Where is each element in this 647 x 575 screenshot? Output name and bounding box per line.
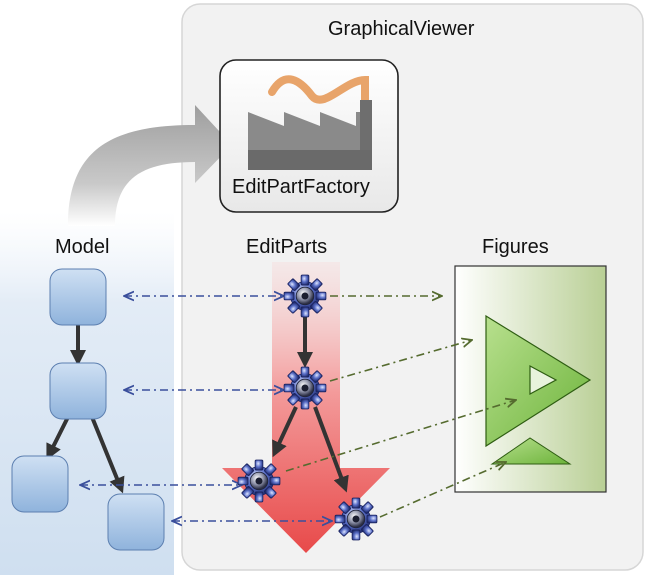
figure-triangle-small — [529, 364, 558, 396]
figures-panel — [454, 265, 607, 493]
editpart-tree-links — [272, 317, 349, 493]
model-node[interactable] — [49, 362, 107, 420]
model-editpart-links — [80, 296, 332, 521]
editpart-gear-icon[interactable] — [283, 366, 327, 410]
editpart-factory — [219, 59, 399, 213]
model-column-title: Model — [55, 236, 110, 258]
factory-create-arrow — [68, 105, 232, 226]
factory-icon — [248, 75, 372, 170]
figure-triangle-bottom — [490, 437, 572, 465]
editpart-gear-icon[interactable] — [334, 497, 378, 541]
figures-column-title: Figures — [482, 236, 549, 258]
viewer-title: GraphicalViewer — [328, 18, 475, 40]
model-node[interactable] — [11, 455, 69, 513]
model-tree — [11, 268, 165, 551]
editpart-gear-icon[interactable] — [283, 274, 327, 318]
factory-label: EditPartFactory — [232, 176, 370, 198]
editpart-gear-icon[interactable] — [237, 459, 281, 503]
editpart-figure-links — [285, 296, 516, 518]
editparts-column-title: EditParts — [246, 236, 328, 258]
model-node[interactable] — [49, 268, 107, 326]
model-node[interactable] — [107, 493, 165, 551]
